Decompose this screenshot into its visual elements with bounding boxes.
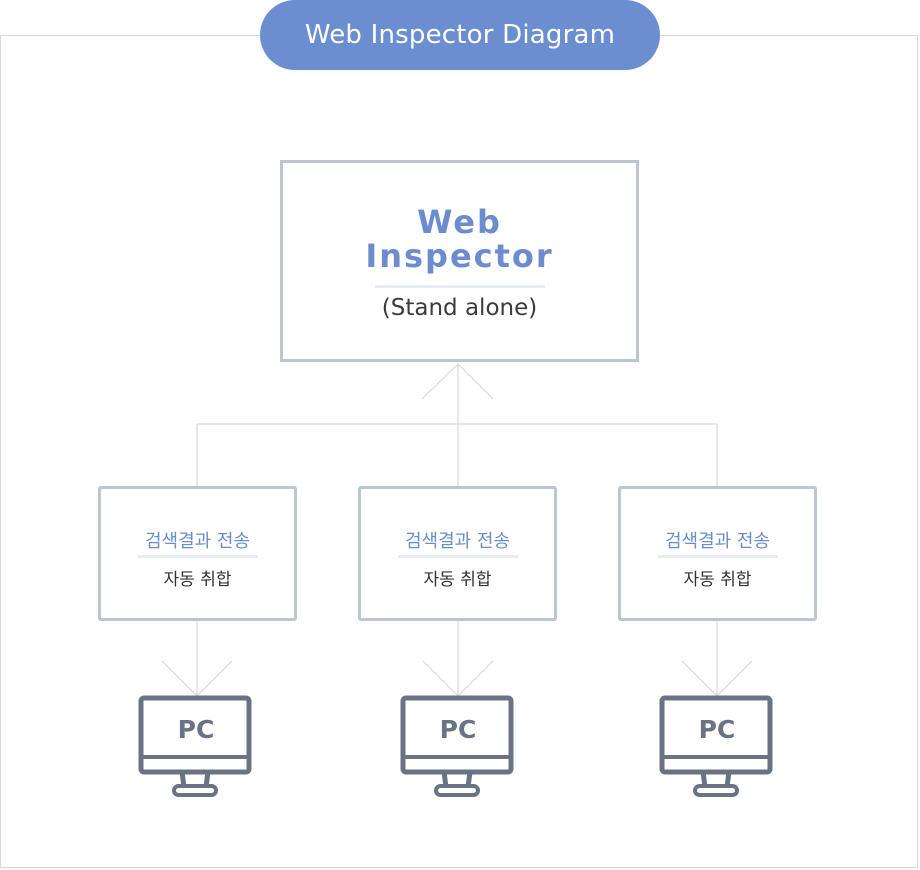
diagram-title: Web Inspector Diagram <box>260 0 660 70</box>
sub-node-subtitle: 자동 취합 <box>163 570 232 590</box>
pc-3: PC <box>659 695 775 799</box>
main-node-underline <box>375 285 545 288</box>
pc-label: PC <box>698 715 736 744</box>
sub-node-subtitle: 자동 취합 <box>683 570 752 590</box>
sub-node-2: 검색결과 전송 자동 취합 <box>358 486 557 621</box>
sub-node-underline <box>398 555 518 558</box>
pc-1: PC <box>138 695 254 799</box>
monitor-icon <box>659 695 773 797</box>
web-inspector-node: Web Inspector (Stand alone) <box>280 160 639 362</box>
sub-node-underline <box>138 555 258 558</box>
connector-to-pc-1-head-left <box>161 660 198 697</box>
connector-to-pc-2-head-right <box>457 660 494 697</box>
sub-node-title: 검색결과 전송 <box>664 531 771 552</box>
diagram-title-text: Web Inspector Diagram <box>304 20 616 50</box>
sub-node-1: 검색결과 전송 자동 취합 <box>98 486 297 621</box>
connector-to-pc-3-head-right <box>716 660 753 697</box>
connector-to-pc-1-head-right <box>196 660 233 697</box>
connector-to-pc-3-head-left <box>681 660 718 697</box>
main-node-subtitle: (Stand alone) <box>381 295 538 321</box>
sub-node-title: 검색결과 전송 <box>404 531 511 552</box>
pc-label: PC <box>439 715 477 744</box>
connector-to-pc-2-head-left <box>422 660 459 697</box>
monitor-icon <box>400 695 514 797</box>
sub-node-title: 검색결과 전송 <box>144 531 251 552</box>
main-node-title-line1: Web <box>417 203 502 241</box>
sub-node-3: 검색결과 전송 자동 취합 <box>618 486 817 621</box>
monitor-icon <box>138 695 252 797</box>
main-node-title-line2: Inspector <box>365 237 554 275</box>
sub-node-underline <box>658 555 778 558</box>
pc-label: PC <box>177 715 215 744</box>
sub-node-subtitle: 자동 취합 <box>423 570 492 590</box>
pc-2: PC <box>400 695 516 799</box>
connector-arrowhead-right <box>457 363 494 400</box>
connector-arrowhead-left <box>421 363 459 400</box>
